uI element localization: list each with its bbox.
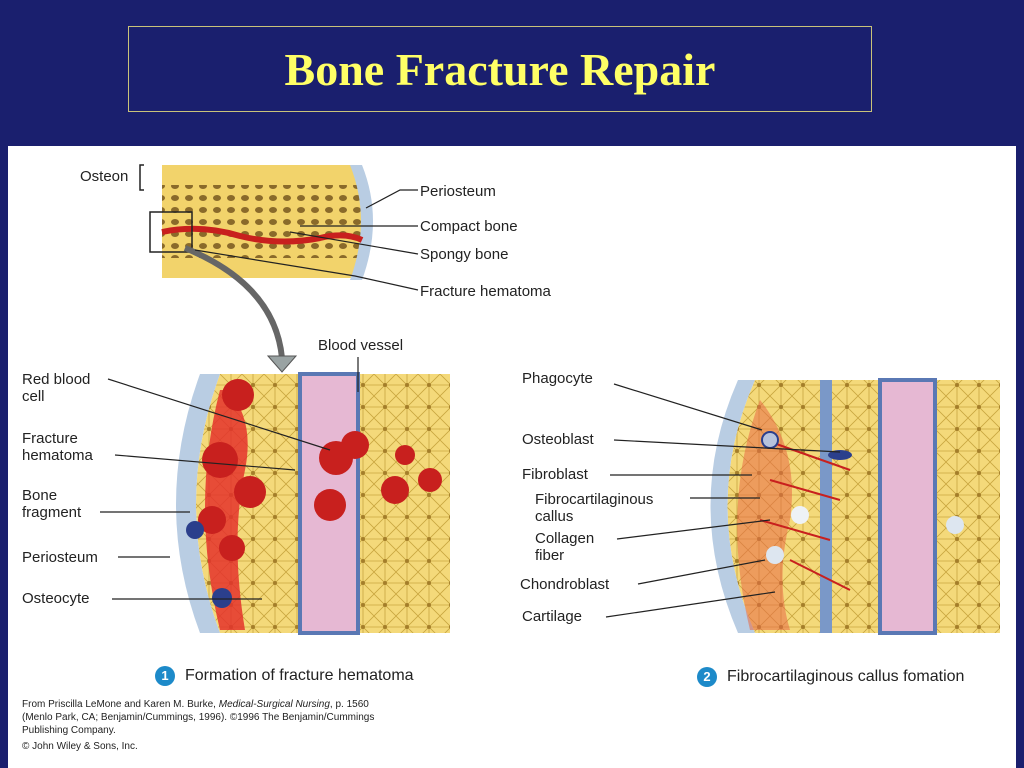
label-compact-bone: Compact bone <box>420 218 518 235</box>
label-periosteum-top: Periosteum <box>420 183 496 200</box>
label-osteoblast: Osteoblast <box>522 431 594 448</box>
label-phagocyte: Phagocyte <box>522 370 593 387</box>
right-border <box>1016 146 1024 768</box>
credit-line-1: From Priscilla LeMone and Karen M. Burke… <box>22 699 369 710</box>
label-fibroblast: Fibroblast <box>522 466 588 483</box>
hematoma-panel <box>176 372 450 635</box>
title-box: Bone Fracture Repair <box>128 26 872 112</box>
label-chondroblast: Chondroblast <box>520 576 610 593</box>
step-1-badge: 1 <box>155 666 175 686</box>
bone-cross-section <box>139 164 373 280</box>
credit-line-2: (Menlo Park, CA; Benjamin/Cummings, 1996… <box>22 712 375 723</box>
caption-step-2: 2 Fibrocartilaginous callus fomation <box>697 667 964 687</box>
credit-line-4: © John Wiley & Sons, Inc. <box>22 741 138 752</box>
step-2-text: Fibrocartilaginous callus fomation <box>727 668 965 685</box>
label-osteon: Osteon <box>80 168 129 185</box>
label-blood-vessel: Blood vessel <box>318 337 404 354</box>
label-periosteum-left: Periosteum <box>22 549 98 566</box>
label-bone-fragment: Bone fragment <box>22 487 82 521</box>
label-fibrocartilaginous-callus: Fibrocartilaginous callus <box>535 491 654 525</box>
caption-step-1: 1 Formation of fracture hematoma <box>155 666 414 686</box>
left-border <box>0 146 8 768</box>
slide-title: Bone Fracture Repair <box>284 43 716 95</box>
header-banner <box>0 0 1024 146</box>
step-1-text: Formation of fracture hematoma <box>185 667 414 684</box>
label-collagen-fiber: Collagen fiber <box>535 530 595 564</box>
label-spongy-bone: Spongy bone <box>420 246 509 263</box>
leader-lines <box>100 189 841 618</box>
step-2-badge: 2 <box>697 667 717 687</box>
callus-panel <box>710 378 1000 635</box>
zoom-arrow <box>183 245 285 359</box>
credit-line-3: Publishing Company. <box>22 725 116 736</box>
label-fracture-hematoma-top: Fracture hematoma <box>420 283 551 300</box>
label-red-blood-cell: Red blood cell <box>22 371 91 405</box>
label-cartilage: Cartilage <box>522 608 583 625</box>
label-osteocyte: Osteocyte <box>22 590 90 607</box>
label-fracture-hematoma-left: Fracture hematoma <box>22 430 93 464</box>
